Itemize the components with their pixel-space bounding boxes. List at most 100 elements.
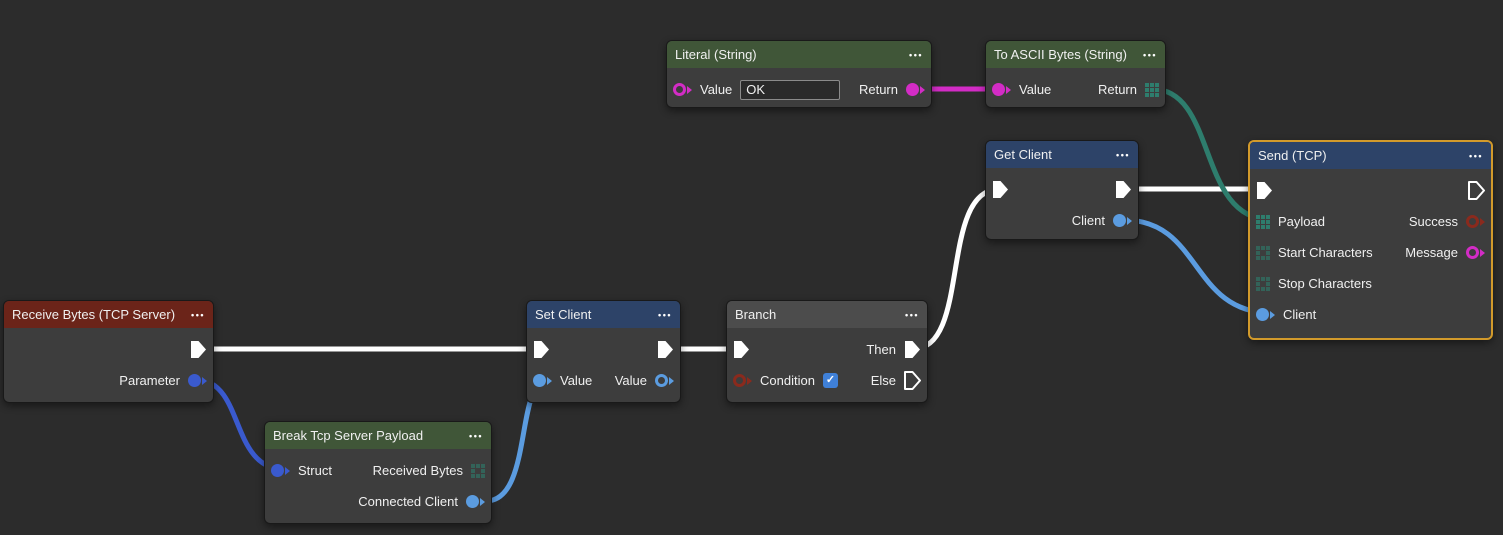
pin-row xyxy=(1250,175,1491,206)
exec-in-pin[interactable] xyxy=(1256,181,1273,200)
pin-label: Value xyxy=(614,373,647,388)
pin-row xyxy=(986,174,1138,205)
pin-label: Client xyxy=(1283,307,1317,322)
received-bytes-output-pin[interactable] xyxy=(471,463,485,478)
node-break-tcp-server-payload[interactable]: Break Tcp Server Payload ••• Struct Rece… xyxy=(264,421,492,524)
pin-label: Return xyxy=(858,82,898,97)
node-header[interactable]: To ASCII Bytes (String) ••• xyxy=(986,41,1165,68)
pin-row: Then xyxy=(727,334,927,365)
pin-label: Payload xyxy=(1278,214,1325,229)
node-menu-icon[interactable]: ••• xyxy=(469,430,483,441)
node-menu-icon[interactable]: ••• xyxy=(1469,150,1483,161)
node-title: Literal (String) xyxy=(675,47,757,62)
node-header[interactable]: Send (TCP) ••• xyxy=(1250,142,1491,169)
client-output-pin[interactable] xyxy=(1113,214,1132,227)
node-literal-string[interactable]: Literal (String) ••• Value Return xyxy=(666,40,932,108)
literal-value-field[interactable] xyxy=(740,79,841,100)
node-header[interactable]: Branch ••• xyxy=(727,301,927,328)
node-title: Branch xyxy=(735,307,777,322)
pin-label: Condition xyxy=(760,373,815,388)
pin-row: Parameter xyxy=(4,365,213,396)
pin-label: Then xyxy=(866,342,896,357)
exec-out-pin[interactable] xyxy=(657,340,674,359)
parameter-output-pin[interactable] xyxy=(188,374,207,387)
node-menu-icon[interactable]: ••• xyxy=(1143,49,1157,60)
pin-row: Value Return xyxy=(986,74,1165,105)
pin-label: Connected Client xyxy=(358,494,458,509)
node-menu-icon[interactable]: ••• xyxy=(1116,149,1130,160)
return-bytes-output-pin[interactable] xyxy=(1145,82,1159,97)
node-header[interactable]: Get Client ••• xyxy=(986,141,1138,168)
struct-input-pin[interactable] xyxy=(271,464,290,477)
node-menu-icon[interactable]: ••• xyxy=(658,309,672,320)
then-output-pin[interactable] xyxy=(904,340,921,359)
success-output-pin[interactable] xyxy=(1466,215,1485,228)
pin-row: Value Value xyxy=(527,365,680,396)
else-output-pin[interactable] xyxy=(904,371,921,390)
node-send-tcp[interactable]: Send (TCP) ••• Payload Success Start Cha… xyxy=(1248,140,1493,340)
pin-row xyxy=(4,334,213,365)
exec-in-pin[interactable] xyxy=(992,180,1009,199)
exec-in-pin[interactable] xyxy=(533,340,550,359)
pin-row: Struct Received Bytes xyxy=(265,455,491,486)
value-input-pin[interactable] xyxy=(992,83,1011,96)
node-set-client[interactable]: Set Client ••• Value Value xyxy=(526,300,681,403)
node-title: Receive Bytes (TCP Server) xyxy=(12,307,176,322)
node-header[interactable]: Receive Bytes (TCP Server) ••• xyxy=(4,301,213,328)
pin-row: Value Return xyxy=(667,74,931,105)
node-to-ascii-bytes[interactable]: To ASCII Bytes (String) ••• Value Return xyxy=(985,40,1166,108)
wire-asciireturn-to-payload[interactable] xyxy=(1149,86,1275,223)
pin-row: Client xyxy=(1250,299,1491,330)
exec-out-pin[interactable] xyxy=(190,340,207,359)
pin-label: Start Characters xyxy=(1278,245,1373,260)
connected-client-output-pin[interactable] xyxy=(466,495,485,508)
pin-label: Return xyxy=(1097,82,1137,97)
wire-client-to-sendclient[interactable] xyxy=(1121,217,1275,316)
node-header[interactable]: Literal (String) ••• xyxy=(667,41,931,68)
exec-out-pin[interactable] xyxy=(1468,181,1485,200)
node-title: Get Client xyxy=(994,147,1052,162)
pin-label: Value xyxy=(700,82,733,97)
node-title: Break Tcp Server Payload xyxy=(273,428,424,443)
pin-row: Payload Success xyxy=(1250,206,1491,237)
pin-label: Success xyxy=(1408,214,1458,229)
node-menu-icon[interactable]: ••• xyxy=(191,309,205,320)
payload-input-pin[interactable] xyxy=(1256,214,1270,229)
pin-label: Parameter xyxy=(119,373,180,388)
pin-label: Value xyxy=(1019,82,1052,97)
pin-label: Received Bytes xyxy=(372,463,463,478)
condition-input-pin[interactable] xyxy=(733,374,752,387)
node-menu-icon[interactable]: ••• xyxy=(909,49,923,60)
node-get-client[interactable]: Get Client ••• Client xyxy=(985,140,1139,240)
pin-row: Client xyxy=(986,205,1138,236)
node-title: To ASCII Bytes (String) xyxy=(994,47,1127,62)
value-input-pin[interactable] xyxy=(533,374,552,387)
client-input-pin[interactable] xyxy=(1256,308,1275,321)
message-output-pin[interactable] xyxy=(1466,246,1485,259)
value-input-pin[interactable] xyxy=(673,83,692,96)
pin-row xyxy=(527,334,680,365)
exec-out-pin[interactable] xyxy=(1115,180,1132,199)
node-header[interactable]: Break Tcp Server Payload ••• xyxy=(265,422,491,449)
node-title: Set Client xyxy=(535,307,592,322)
pin-label: Client xyxy=(1071,213,1105,228)
return-output-pin[interactable] xyxy=(906,83,925,96)
pin-row: Condition ✓ Else xyxy=(727,365,927,396)
node-receive-bytes-tcp-server[interactable]: Receive Bytes (TCP Server) ••• Parameter xyxy=(3,300,214,403)
node-menu-icon[interactable]: ••• xyxy=(905,309,919,320)
node-header[interactable]: Set Client ••• xyxy=(527,301,680,328)
wire-then-to-getclient[interactable] xyxy=(910,186,1003,352)
pin-row: Connected Client xyxy=(265,486,491,517)
pin-label: Message xyxy=(1405,245,1458,260)
condition-checkbox[interactable]: ✓ xyxy=(822,373,838,388)
stop-characters-input-pin[interactable] xyxy=(1256,276,1270,291)
node-title: Send (TCP) xyxy=(1258,148,1327,163)
exec-in-pin[interactable] xyxy=(733,340,750,359)
start-characters-input-pin[interactable] xyxy=(1256,245,1270,260)
node-branch[interactable]: Branch ••• Then Condition ✓ Else xyxy=(726,300,928,403)
pin-label: Else xyxy=(870,373,896,388)
value-output-pin[interactable] xyxy=(655,374,674,387)
pin-row: Stop Characters xyxy=(1250,268,1491,299)
pin-label: Value xyxy=(560,373,593,388)
